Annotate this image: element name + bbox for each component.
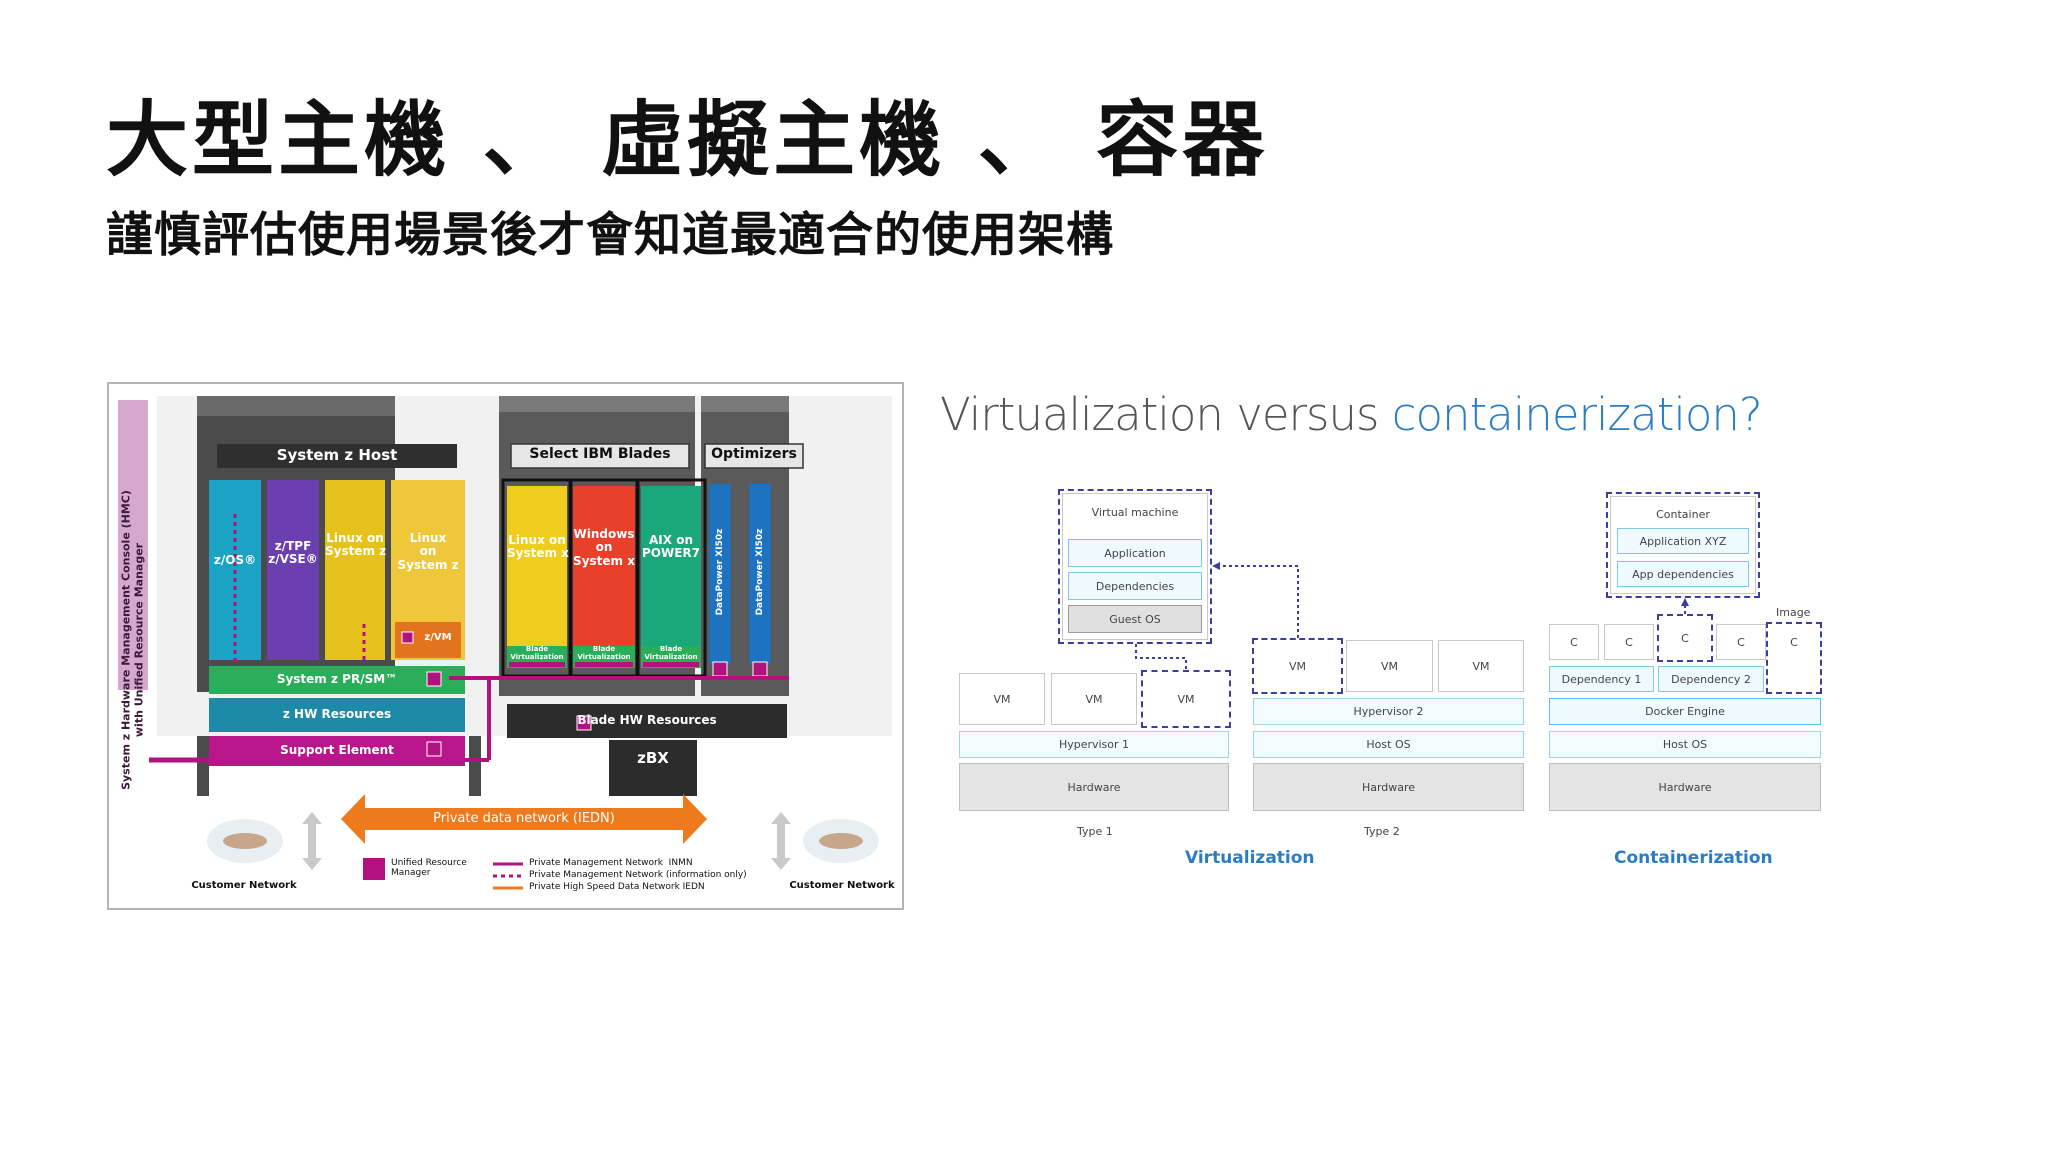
linux-label-2: Linux on System z xyxy=(397,531,459,572)
blade-linux xyxy=(507,486,567,646)
legend-info: Private Management Network (information … xyxy=(529,870,747,880)
t1-vm-2: VM xyxy=(1051,673,1137,725)
container-c-1: C xyxy=(1549,624,1599,660)
legend-inmn: Private Management Network INMN xyxy=(529,858,693,868)
type1-label: Type 1 xyxy=(1077,825,1113,838)
t1-vm-3: VM xyxy=(1141,670,1231,728)
container-hardware: Hardware xyxy=(1549,763,1821,811)
hmc-bar xyxy=(118,400,148,690)
container-c-4: C xyxy=(1716,624,1766,660)
type2-label: Type 2 xyxy=(1364,825,1400,838)
container-c-2: C xyxy=(1604,624,1654,660)
t2-vm-2: VM xyxy=(1346,640,1433,692)
vm-guestos: Guest OS xyxy=(1068,605,1202,633)
legend-urm: Unified Resource Manager xyxy=(391,858,467,879)
docker-engine: Docker Engine xyxy=(1549,698,1821,725)
iedn-label: Private data network (IEDN) xyxy=(433,811,615,826)
container-deps: App dependencies xyxy=(1617,561,1749,587)
t2-hardware: Hardware xyxy=(1253,763,1524,811)
zhw-label: z HW Resources xyxy=(282,707,392,721)
mainframe-graphic xyxy=(118,396,892,890)
support-bar xyxy=(209,736,465,766)
ztpf-column xyxy=(267,480,319,660)
blade-aix xyxy=(641,486,701,646)
blade-hw-bar xyxy=(507,704,787,738)
container-hostos: Host OS xyxy=(1549,731,1821,758)
host-header: System z Host xyxy=(276,446,398,464)
blades-header: Select IBM Blades xyxy=(529,446,671,462)
blade-linux-label: Linux on System x xyxy=(507,533,569,561)
zhw-bar xyxy=(209,698,465,732)
ztpf-label: z/TPF z/VSE® xyxy=(268,539,318,567)
blade-hw-label: Blade HW Resources xyxy=(577,713,717,727)
zos-label: z/OS® xyxy=(213,553,257,567)
vm-application: Application xyxy=(1068,539,1202,567)
linux-column-1 xyxy=(325,480,385,660)
image-label: Image xyxy=(1776,606,1811,619)
t1-hypervisor: Hypervisor 1 xyxy=(959,731,1229,758)
blade-windows xyxy=(573,486,635,646)
containerization-caption: Containerization xyxy=(1614,848,1773,868)
zvm-label: z/VM xyxy=(424,632,452,643)
dependency-1: Dependency 1 xyxy=(1549,666,1654,692)
linux-label-1: Linux on System z xyxy=(325,531,387,559)
slide-title: 大型主機 、 虛擬主機 、 容器 xyxy=(106,93,1269,188)
slide-subtitle: 謹慎評估使用場景後才會知道最適合的使用架構 xyxy=(106,208,1114,263)
container-c-5: C xyxy=(1766,622,1822,694)
blade-windows-label: Windows on System x xyxy=(573,527,635,568)
virt-title: Virtualization versus containerization? xyxy=(940,388,1763,441)
t2-hostos: Host OS xyxy=(1253,731,1524,758)
legend-iedn: Private High Speed Data Network IEDN xyxy=(529,882,705,892)
t2-hypervisor: Hypervisor 2 xyxy=(1253,698,1524,725)
t1-vm-1: VM xyxy=(959,673,1045,725)
t2-vm-3: VM xyxy=(1438,640,1524,692)
blade-virt-2: Blade Virtualization xyxy=(577,645,631,661)
blade-virt-1: Blade Virtualization xyxy=(510,645,564,661)
customer-network-right: Customer Network xyxy=(789,880,895,891)
zbx-box xyxy=(609,740,697,796)
prsm-bar xyxy=(209,666,465,694)
vm-panel xyxy=(1058,489,1212,644)
prsm-label: System z PR/SM™ xyxy=(276,672,398,686)
t2-vm-1: VM xyxy=(1252,638,1343,694)
virtualization-caption: Virtualization xyxy=(1185,848,1315,868)
container-c-3: C xyxy=(1657,614,1713,662)
datapower-1 xyxy=(709,484,731,664)
container-app: Application XYZ xyxy=(1617,528,1749,554)
support-label: Support Element xyxy=(280,743,394,757)
mainframe-diagram: System z Hardware Management Console (HM… xyxy=(107,382,904,910)
blade-virt-3: Blade Virtualization xyxy=(644,645,698,661)
optimizers-header: Optimizers xyxy=(711,446,797,462)
zbx-label: zBX xyxy=(637,749,669,767)
iedn-arrow xyxy=(341,794,707,844)
container-panel xyxy=(1606,492,1760,598)
t1-hardware: Hardware xyxy=(959,763,1229,811)
customer-network-left: Customer Network xyxy=(191,880,297,891)
dependency-2: Dependency 2 xyxy=(1658,666,1764,692)
blade-aix-label: AIX on POWER7 xyxy=(641,533,701,561)
vm-dependencies: Dependencies xyxy=(1068,572,1202,600)
datapower-2 xyxy=(749,484,771,664)
